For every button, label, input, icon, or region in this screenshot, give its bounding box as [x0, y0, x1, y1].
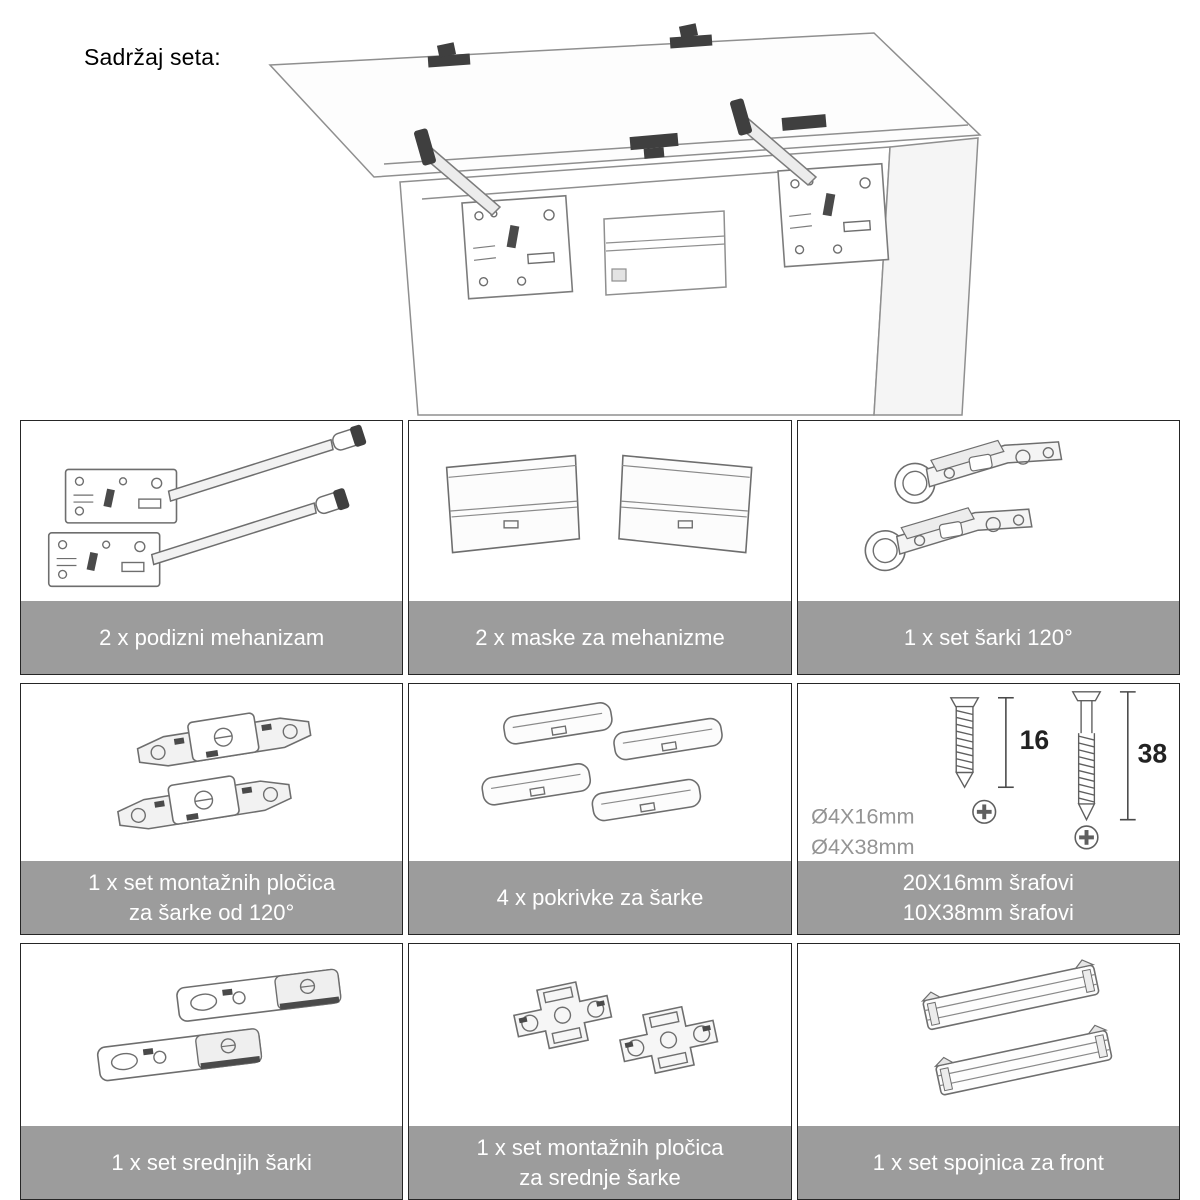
front-connectors-drawing	[798, 944, 1179, 1126]
part-caption: 1 x set srednjih šarki	[21, 1126, 403, 1199]
mechanism-covers-drawing	[409, 421, 790, 601]
right-lift-mechanism	[777, 162, 890, 268]
caption-line: 4 x pokrivke za šarke	[496, 884, 704, 910]
screw-38-drawing	[1071, 691, 1102, 822]
lift-mechanisms-drawing	[21, 421, 402, 601]
part-caption: 1 x set spojnica za front	[797, 1126, 1179, 1199]
part-caption: 1 x set montažnih pločica za šarke od 12…	[21, 861, 403, 934]
hinge-set-drawing	[798, 421, 1179, 601]
parts-grid: 2 x podizni mehanizam	[20, 420, 1180, 1200]
phillips-head-icon	[1074, 825, 1099, 850]
caption-line: 1 x set montažnih pločica	[88, 870, 336, 896]
part-cell-hinge-covers: 4 x pokrivke za šarke	[408, 683, 792, 935]
caption-line: 2 x podizni mehanizam	[99, 624, 325, 650]
dimension-bracket-16	[997, 696, 1014, 789]
dimension-bracket-38	[1119, 691, 1136, 821]
part-cell-mounting-plates-120: 1 x set montažnih pločica za šarke od 12…	[20, 683, 404, 935]
left-lift-mechanism	[461, 194, 574, 300]
screw-spec-16-label: Ø4X16mm	[811, 804, 914, 829]
part-cell-lift-mechanisms: 2 x podizni mehanizam	[20, 420, 404, 675]
part-caption: 4 x pokrivke za šarke	[409, 861, 791, 934]
screws-drawing: 16	[798, 684, 1179, 861]
caption-line: za srednje šarke	[519, 1164, 681, 1190]
part-caption: 2 x podizni mehanizam	[21, 601, 403, 674]
phillips-head-icon	[971, 799, 996, 824]
part-cell-screws: 16	[796, 683, 1180, 935]
part-cell-middle-hinges: 1 x set srednjih šarki	[20, 943, 404, 1200]
part-cell-mechanism-covers: 2 x maske za mehanizme	[408, 420, 792, 675]
cabinet-assembly-illustration	[230, 16, 998, 416]
caption-line: 20X16mm šrafovi	[902, 870, 1074, 896]
caption-line: 10X38mm šrafovi	[902, 899, 1074, 925]
mounting-plates-drawing	[21, 684, 402, 861]
part-caption: 1 x set montažnih pločica za srednje šar…	[409, 1126, 791, 1199]
part-caption: 1 x set šarki 120°	[797, 601, 1179, 674]
part-caption: 20X16mm šrafovi 10X38mm šrafovi	[797, 861, 1179, 934]
caption-line: 1 x set šarki 120°	[903, 624, 1073, 650]
center-divider-drawing	[603, 210, 727, 296]
part-caption: 2 x maske za mehanizme	[409, 601, 791, 674]
sheet-title: Sadržaj seta:	[84, 44, 221, 70]
middle-hinges-drawing	[21, 944, 402, 1126]
part-cell-mounting-plates-middle: 1 x set montažnih pločica za srednje šar…	[408, 943, 792, 1200]
caption-line: 1 x set srednjih šarki	[111, 1149, 312, 1175]
lid-hinges	[427, 23, 827, 159]
screw-16-drawing	[949, 697, 980, 789]
middle-mounting-plates-drawing	[409, 944, 790, 1126]
cabinet-assembly-drawing	[268, 23, 982, 416]
screw-length-38-label: 38	[1137, 739, 1167, 769]
screw-spec-38-label: Ø4X38mm	[811, 834, 914, 859]
caption-line: 1 x set spojnica za front	[872, 1149, 1104, 1175]
caption-line: 2 x maske za mehanizme	[475, 624, 725, 650]
part-cell-hinge-set-120: 1 x set šarki 120°	[796, 420, 1180, 675]
caption-line: 1 x set montažnih pločica	[476, 1135, 724, 1161]
screw-length-16-label: 16	[1019, 725, 1049, 755]
caption-line: za šarke od 120°	[128, 899, 295, 925]
hinge-covers-drawing	[409, 684, 790, 861]
part-cell-front-connectors: 1 x set spojnica za front	[796, 943, 1180, 1200]
